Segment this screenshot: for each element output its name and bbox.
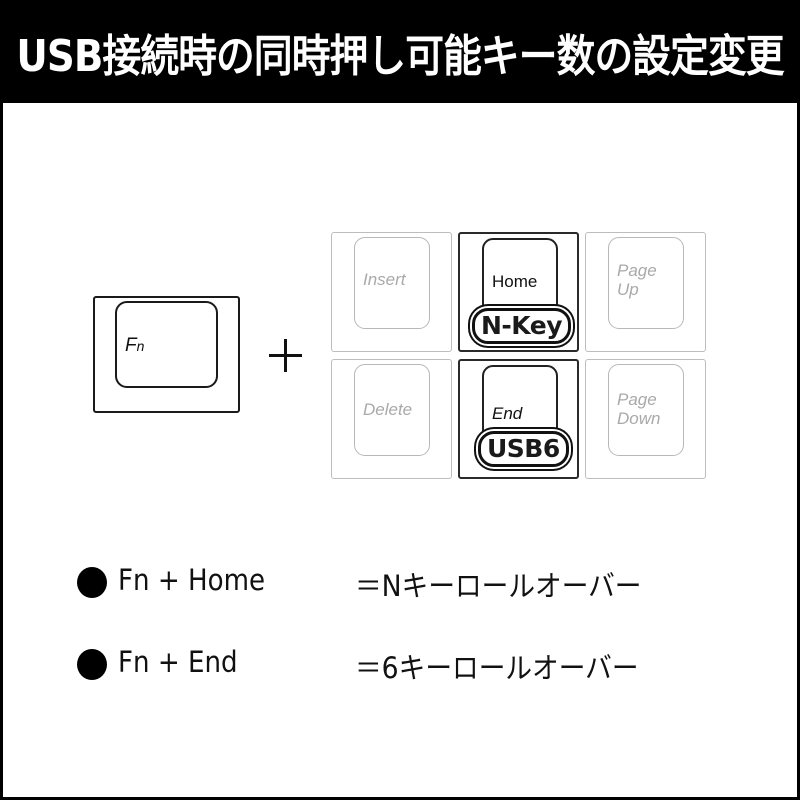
page-title: USB接続時の同時押し可能キー数の設定変更 [16, 30, 784, 82]
key-insert: Insert [331, 232, 452, 352]
header-banner: USB接続時の同時押し可能キー数の設定変更 [0, 0, 800, 103]
keycap: Delete [354, 364, 430, 456]
key-label: End [492, 404, 523, 423]
bullet-icon [77, 566, 107, 598]
key-home: Home N-Key [458, 232, 579, 352]
combo-result: ＝Nキーロールオーバー [355, 569, 642, 603]
keycap: Page Down [608, 364, 684, 456]
fn-key: Fn [93, 296, 240, 413]
fn-key-label: Fn [125, 335, 144, 357]
key-label: Home [492, 272, 538, 291]
key-delete: Delete [331, 359, 452, 479]
key-combo: Fn + End [118, 645, 238, 679]
key-page-up: Page Up [585, 232, 706, 352]
key-label: Delete [363, 400, 413, 419]
key-label-line-1: Page [617, 261, 657, 280]
keycap: Insert [354, 237, 430, 329]
fn-label-main: F [125, 335, 137, 356]
n-key-badge: N-Key [472, 308, 571, 344]
keycap: Page Up [608, 237, 684, 329]
bullet-icon [77, 648, 107, 680]
key-label-line-1: Page [617, 390, 657, 409]
fn-keycap: Fn [115, 301, 218, 388]
key-label-line-2: Down [617, 409, 661, 428]
combo-result: ＝6キーロールオーバー [355, 651, 639, 685]
key-label: Insert [363, 270, 406, 289]
key-label-line-2: Up [617, 280, 639, 299]
legend-row-usb6: Fn + End ＝6キーロールオーバー [77, 645, 737, 685]
plus-icon [269, 339, 302, 372]
usb6-badge: USB6 [478, 431, 569, 467]
legend-row-nkey: Fn + Home ＝Nキーロールオーバー [77, 563, 737, 603]
key-page-down: Page Down [585, 359, 706, 479]
key-combo: Fn + Home [118, 563, 266, 597]
fn-label-sub: n [136, 338, 145, 354]
key-end: End USB6 [458, 359, 579, 479]
